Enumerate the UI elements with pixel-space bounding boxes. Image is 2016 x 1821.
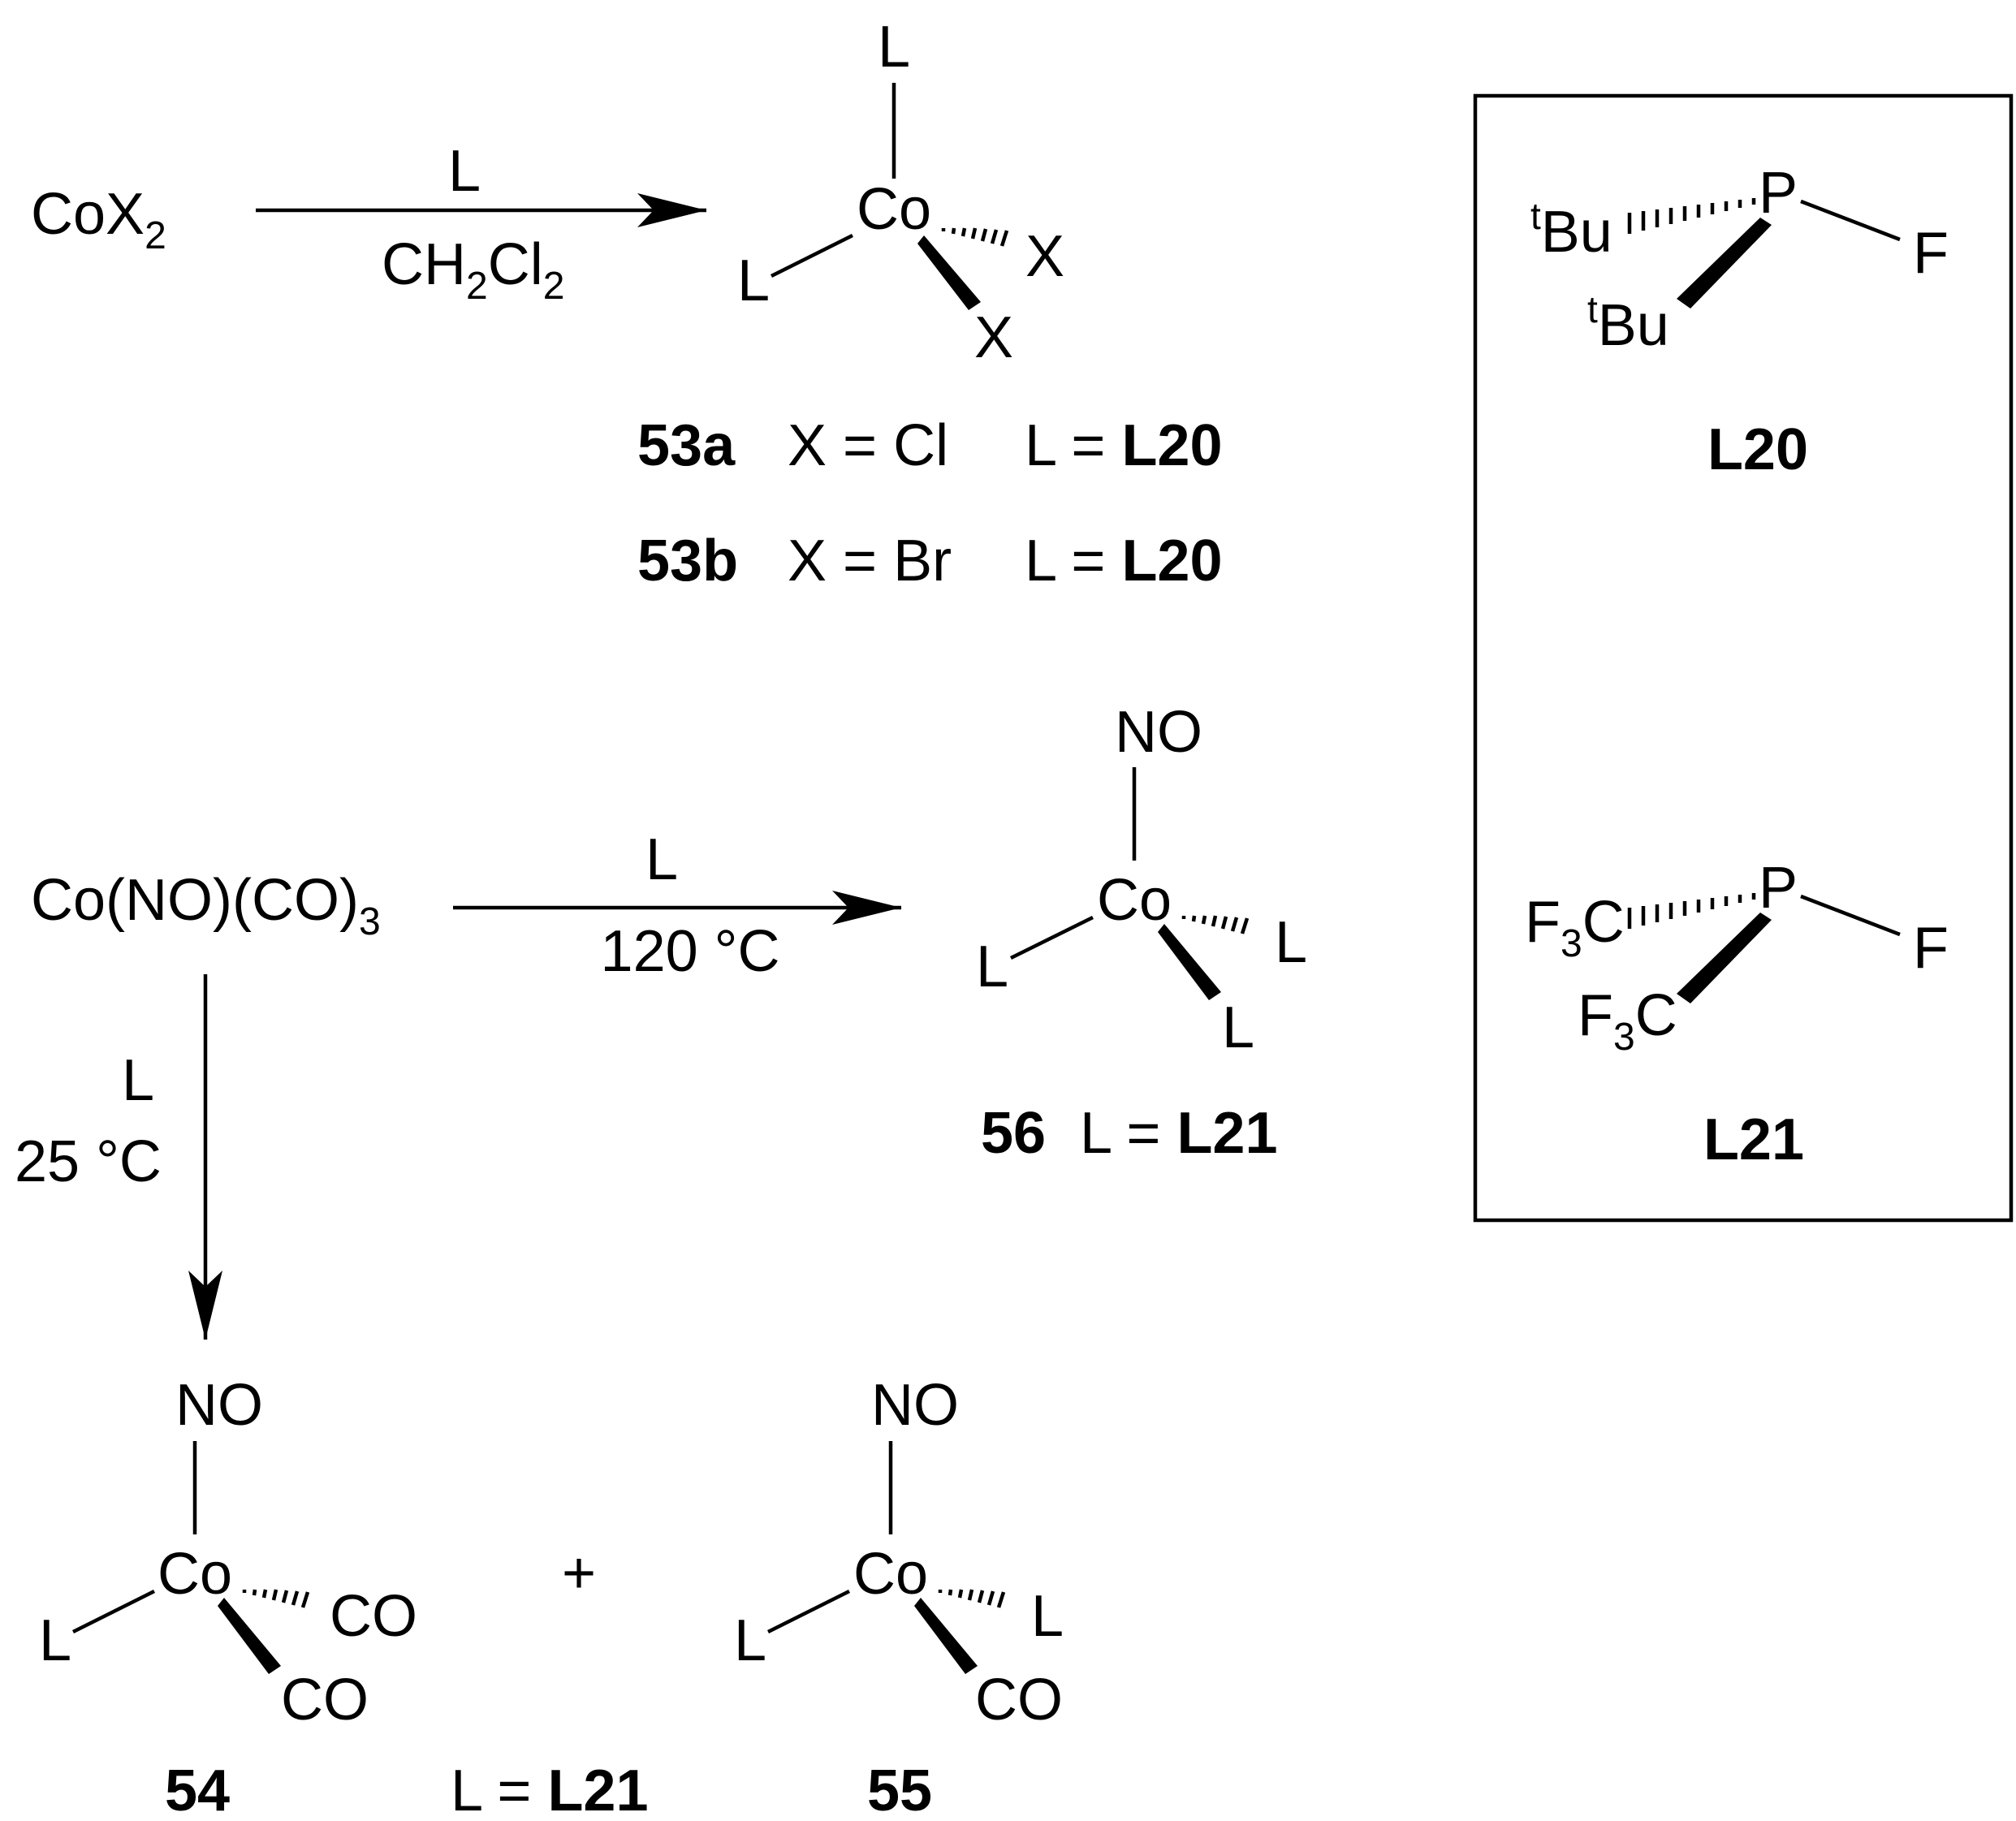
- bond-left: [1010, 915, 1094, 960]
- atom-cobalt: Co: [853, 1542, 928, 1607]
- atom-no-top: NO: [1115, 700, 1202, 765]
- atom-ligand-left: L: [976, 934, 1008, 999]
- svg-text:53a: 53a: [637, 413, 736, 478]
- atom-ligand-top: L: [878, 15, 910, 80]
- reagent-ligand-2: L: [645, 827, 678, 892]
- atom-ligand-wedge: L: [1222, 995, 1254, 1060]
- ligand-l21-structure: P F F3C F3C: [1525, 856, 1949, 1059]
- label-l20: L20: [1707, 417, 1808, 482]
- bond-p-f: [1800, 894, 1901, 937]
- svg-text:X = Cl: X = Cl: [788, 413, 948, 478]
- cf3-hashed: F3C: [1525, 890, 1625, 965]
- reagent-ligand-3: L: [122, 1048, 154, 1113]
- svg-text:X = Br: X = Br: [788, 529, 952, 593]
- atom-ligand-left: L: [39, 1608, 71, 1673]
- atom-ligand-left: L: [737, 248, 770, 313]
- wedge-bond: [1158, 924, 1221, 1000]
- reaction-2: Co(NO)(CO)3 L 120 °C NO Co L L L: [31, 700, 1307, 1166]
- product-53-structure: L Co L X X: [737, 15, 1064, 370]
- plus-sign: +: [562, 1541, 596, 1606]
- atom-x-wedge: X: [974, 305, 1013, 370]
- bond-left: [766, 1589, 851, 1634]
- atom-cobalt: Co: [1097, 868, 1172, 933]
- atom-phosphorus: P: [1759, 161, 1798, 226]
- label-53a: 53a X = Cl L = L20: [637, 413, 1223, 478]
- ligand-box-border: [1473, 93, 2014, 1223]
- bond-left: [770, 233, 854, 278]
- ligand-box: P F tBu tBu L20 P F: [1473, 93, 2014, 1223]
- hashed-bond: [1627, 893, 1756, 929]
- solvent-ch2cl2: CH2Cl2: [382, 232, 564, 308]
- reaction-3: L 25 °C NO Co L CO CO 54 +: [15, 974, 1064, 1821]
- label-55: 55: [867, 1758, 932, 1821]
- atom-x-hash: X: [1025, 224, 1064, 289]
- hashed-bond: [1181, 915, 1250, 934]
- atom-no-top: NO: [175, 1373, 263, 1438]
- reactant-co-no-co3: Co(NO)(CO)3: [31, 868, 381, 943]
- hashed-bond: [1627, 198, 1756, 234]
- svg-text:L = L20: L = L20: [1025, 413, 1223, 478]
- label-l21: L21: [1703, 1107, 1804, 1172]
- atom-phosphorus: P: [1759, 856, 1798, 921]
- atom-cobalt: Co: [857, 177, 931, 242]
- atom-cobalt: Co: [158, 1542, 232, 1607]
- label-53b: 53b X = Br L = L20: [637, 529, 1223, 593]
- atom-co-wedge: CO: [975, 1668, 1063, 1733]
- atom-ligand-hash: L: [1275, 910, 1307, 975]
- bond-p-f: [1800, 199, 1901, 242]
- label-l-equals-l21: L = L21: [451, 1758, 649, 1821]
- label-56: 56 L = L21: [981, 1101, 1278, 1166]
- temperature-120: 120 °C: [601, 919, 780, 984]
- wedge-bond: [1677, 218, 1772, 309]
- cf3-wedge: F3C: [1578, 983, 1677, 1059]
- svg-text:53b: 53b: [637, 529, 738, 593]
- arrowhead-2: [832, 891, 901, 925]
- wedge-bond: [917, 235, 981, 310]
- reaction-1: CoX2 L CH2Cl2 L Co L X X: [31, 15, 1223, 593]
- product-56-structure: NO Co L L L: [976, 700, 1307, 1060]
- hashed-bond: [941, 227, 1009, 247]
- hashed-bond: [242, 1589, 310, 1608]
- reactant-cox2: CoX2: [31, 182, 166, 257]
- atom-fluorine: F: [1913, 221, 1949, 286]
- atom-co-wedge: CO: [281, 1668, 369, 1733]
- product-55-structure: NO Co L L CO: [734, 1373, 1064, 1733]
- ligand-l20-structure: P F tBu tBu: [1530, 161, 1949, 358]
- atom-fluorine: F: [1913, 916, 1949, 981]
- product-54-structure: NO Co L CO CO: [39, 1373, 417, 1733]
- reagent-ligand-1: L: [448, 139, 481, 204]
- label-54: 54: [165, 1758, 230, 1821]
- wedge-bond: [1677, 913, 1772, 1003]
- bond-left: [71, 1589, 156, 1634]
- atom-no-top: NO: [871, 1373, 959, 1438]
- tbu-wedge: tBu: [1587, 288, 1669, 358]
- hashed-bond: [938, 1589, 1006, 1608]
- wedge-bond: [914, 1598, 978, 1674]
- tbu-hashed: tBu: [1530, 195, 1612, 265]
- temperature-25: 25 °C: [15, 1129, 162, 1194]
- wedge-bond: [218, 1598, 281, 1674]
- svg-text:56: 56: [981, 1101, 1046, 1166]
- svg-text:L = L21: L = L21: [1080, 1101, 1278, 1166]
- atom-co-hash: CO: [330, 1584, 417, 1649]
- atom-ligand-hash: L: [1031, 1584, 1064, 1649]
- svg-text:L = L20: L = L20: [1025, 529, 1223, 593]
- arrowhead-1: [637, 193, 706, 227]
- atom-ligand-left: L: [734, 1608, 766, 1673]
- arrowhead-3: [188, 1271, 222, 1340]
